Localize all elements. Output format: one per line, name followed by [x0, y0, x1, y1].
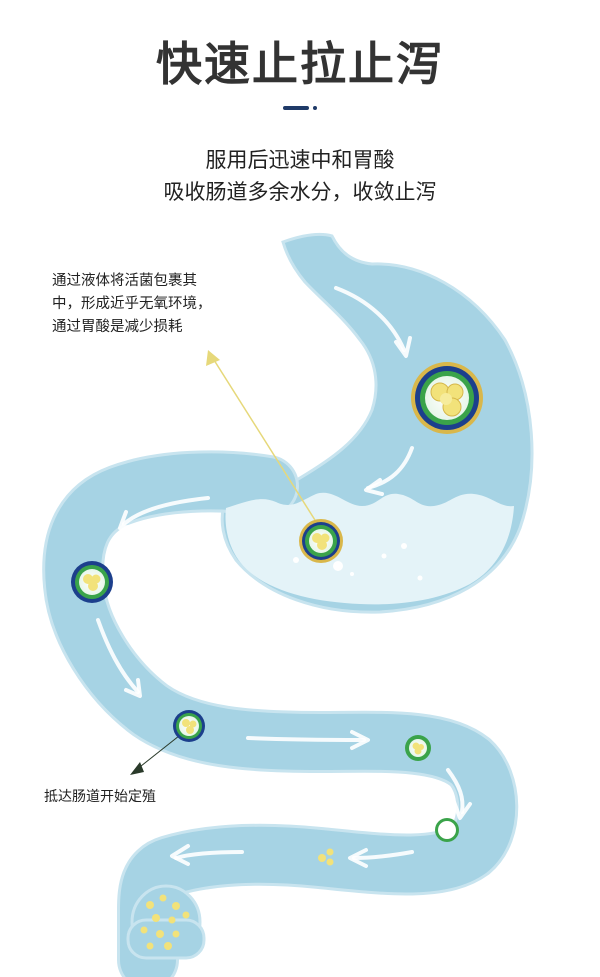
intestine-tube: [45, 453, 516, 977]
probiotic-capsule-intestine-2: [173, 710, 205, 742]
annotation-pointers: [130, 350, 321, 775]
title-underline: [283, 106, 309, 110]
title-underline-dot: [313, 106, 317, 110]
annotation-intestine: 抵达肠道开始定殖: [44, 789, 156, 805]
annotation-stomach-line-2: 中，形成近乎无氧环境，: [52, 296, 212, 312]
subtitle-line-2: 吸收肠道多余水分，收敛止泻: [163, 180, 437, 204]
subtitle-line-1: 服用后迅速中和胃酸: [205, 148, 395, 172]
page-title: 快速止拉止泻: [156, 37, 444, 91]
stomach-fluid: [225, 492, 514, 605]
fluid-bubbles: [293, 543, 423, 581]
flow-arrows: [96, 286, 472, 868]
released-bacteria: [140, 848, 334, 950]
annotation-stomach: 通过液体将活菌包裹其 中，形成近乎无氧环境， 通过胃酸是减少损耗: [52, 270, 212, 339]
probiotic-capsule-stomach: [299, 519, 343, 563]
probiotic-capsule-intestine-1: [71, 561, 113, 603]
probiotic-capsule-intestine-3: [405, 735, 431, 761]
probiotic-capsule-intestine-4: [435, 818, 459, 842]
probiotic-capsule-large: [411, 362, 483, 434]
rectum-base: [126, 918, 206, 960]
annotation-stomach-line-3: 通过胃酸是减少损耗: [52, 319, 183, 335]
annotation-stomach-line-1: 通过液体将活菌包裹其: [52, 273, 197, 289]
